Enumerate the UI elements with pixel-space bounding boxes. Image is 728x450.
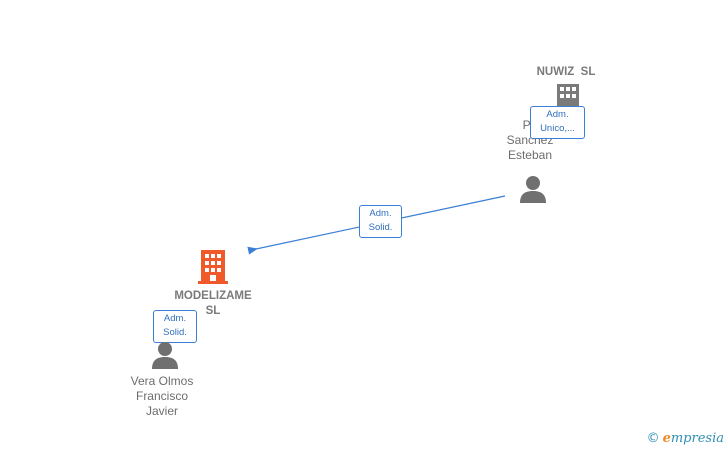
brand-initial: e <box>662 431 671 446</box>
empresia-watermark: ©empresia <box>647 431 724 446</box>
person-name-vera[interactable]: Vera Olmos Francisco Javier <box>112 374 212 419</box>
badge-line2: Unico,... <box>540 123 575 134</box>
person-name-line3: Esteban <box>507 148 553 162</box>
company-name-modelizame[interactable]: MODELIZAME SL <box>163 289 263 319</box>
person-name-line1: Vera Olmos <box>130 374 194 388</box>
person-name-line2: Francisco <box>135 389 188 403</box>
company-name-line1: MODELIZAME <box>174 290 252 302</box>
badge-line1: Adm. <box>546 109 569 120</box>
badge-line2: Solid. <box>163 327 187 338</box>
badge-line1: Adm. <box>369 208 392 219</box>
brand-name: mpresia <box>670 431 724 446</box>
person-name-line3: Javier <box>145 404 178 418</box>
building-icon[interactable] <box>556 84 580 110</box>
role-badge-nuwiz[interactable]: Adm. Unico,... <box>530 106 585 139</box>
badge-line1: Adm. <box>163 313 187 324</box>
role-badge-vera[interactable]: Adm. Solid. <box>153 310 197 343</box>
company-name-line2: SL <box>205 305 221 317</box>
badge-line2: Solid. <box>368 222 393 233</box>
copyright-icon: © <box>646 431 660 446</box>
person-icon[interactable] <box>519 175 547 203</box>
role-badge-modelizame[interactable]: Adm. Solid. <box>359 205 402 238</box>
person-icon[interactable] <box>151 341 179 369</box>
building-icon[interactable] <box>198 250 228 284</box>
company-name-nuwiz[interactable]: NUWIZ SL <box>536 66 596 78</box>
